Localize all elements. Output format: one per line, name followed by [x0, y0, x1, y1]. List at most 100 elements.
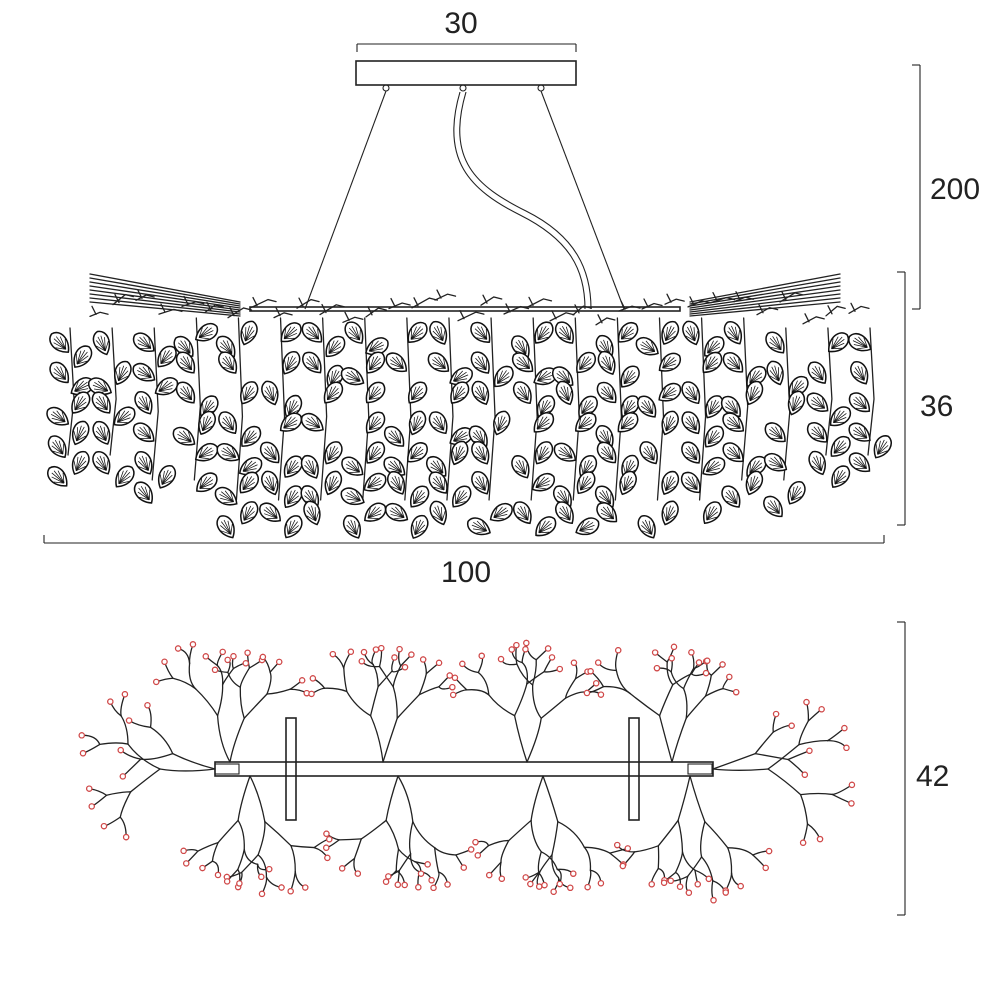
branch-tip: [676, 883, 684, 890]
plan-depth-dimension: 42: [897, 621, 949, 916]
coral-branch: [434, 846, 440, 873]
coral-branch: [700, 856, 714, 882]
crystal-leaf: [764, 422, 786, 443]
branch-tip: [474, 852, 481, 859]
crystal-leaf: [449, 367, 473, 386]
crystal-leaf: [470, 351, 490, 374]
coral-branch: [397, 848, 416, 863]
drop-height-label: 200: [930, 173, 980, 206]
crystal-leaf: [240, 501, 259, 525]
branch-tip: [372, 646, 380, 653]
branch-tip: [391, 654, 398, 661]
crystal-leaf: [49, 361, 70, 384]
branch-tip: [685, 889, 693, 896]
crystal-leaf: [765, 331, 785, 354]
coral-branch: [392, 686, 398, 719]
coral-branch: [685, 695, 707, 719]
coral-branch: [540, 851, 558, 871]
branch-tip: [219, 648, 226, 656]
branch-tip: [556, 665, 564, 673]
crystal-leaf: [157, 464, 177, 489]
crystal-leaf: [429, 500, 447, 526]
coral-branch: [687, 856, 703, 877]
coral-branch: [526, 671, 545, 685]
crystal-leaf: [383, 426, 405, 447]
branch-twig: [641, 298, 663, 310]
coral-branch: [346, 690, 372, 717]
branch-twig: [689, 273, 841, 303]
coral-branch: [615, 669, 631, 695]
crystal-leaf: [341, 456, 364, 476]
coral-branch: [372, 663, 379, 688]
branch-tip: [199, 864, 206, 872]
branch-tip: [732, 688, 740, 696]
branch-twig: [388, 297, 411, 310]
branch-tip: [624, 845, 631, 852]
crystal-leaf: [323, 381, 344, 404]
coral-branch: [211, 841, 219, 862]
coral-branch: [197, 841, 219, 852]
branch-tip: [550, 888, 557, 895]
crystal-leaf: [428, 471, 448, 494]
branch-twig: [273, 306, 293, 319]
coral-branch: [382, 717, 398, 763]
crystal-leaf: [198, 410, 216, 436]
branch-twig: [549, 310, 575, 322]
plan-view: [78, 639, 856, 904]
coral-branch: [700, 821, 706, 858]
coral-branch: [677, 775, 691, 822]
crystal-leaf: [596, 381, 617, 404]
branch-tip: [513, 641, 520, 649]
branch-tip: [592, 680, 600, 687]
leaf-stem: [362, 317, 370, 501]
branch-tip: [614, 841, 621, 849]
coral-branch: [537, 851, 542, 874]
branch-tip: [259, 653, 267, 661]
coral-branch: [369, 686, 379, 717]
branch-tip: [378, 644, 385, 652]
coral-branch: [392, 665, 402, 688]
coral-branch: [396, 694, 420, 719]
crystal-leaf: [470, 321, 491, 343]
branch-twig: [618, 300, 641, 312]
coral-branch: [629, 692, 661, 717]
crystal-leaf: [407, 321, 428, 343]
branch-tip: [446, 672, 453, 679]
crystal-leaf: [240, 320, 258, 346]
coral-branch: [704, 687, 724, 697]
branch-tip: [667, 877, 674, 885]
coral-branch: [565, 678, 577, 699]
branch-tip: [435, 659, 443, 667]
crystal-leaf: [722, 442, 744, 463]
crystal-leaf: [705, 395, 724, 419]
crystal-leaf: [282, 351, 301, 375]
coral-branch: [146, 704, 152, 728]
coral-branch: [172, 752, 216, 770]
branch-tip: [619, 862, 627, 870]
branch-tip: [88, 803, 95, 810]
coral-branch: [378, 665, 394, 688]
plan-branch-tips: [78, 639, 856, 904]
crystal-leaf: [385, 352, 408, 373]
branch-twig: [802, 313, 825, 325]
branch-twig: [526, 296, 553, 309]
coral-branch: [188, 662, 197, 690]
crystal-leaf: [325, 335, 346, 358]
crystal-leaf: [113, 406, 136, 426]
leaf-stem: [446, 317, 454, 501]
crystal-leaf: [214, 486, 238, 506]
branch-tip: [183, 860, 190, 867]
branch-tip: [670, 643, 678, 651]
branch-tip: [79, 750, 87, 757]
branch-tip: [472, 838, 479, 846]
crystal-leaf: [576, 471, 596, 495]
branch-tip: [360, 648, 368, 656]
coral-branch: [99, 742, 129, 746]
crystal-leaf: [510, 335, 530, 359]
crystal-leaf: [850, 361, 869, 385]
crystal-leaf: [493, 410, 511, 436]
branch-tip: [816, 835, 824, 843]
branch-twig: [689, 277, 841, 305]
coral-branch: [120, 715, 129, 745]
crystal-leaf: [340, 367, 365, 386]
